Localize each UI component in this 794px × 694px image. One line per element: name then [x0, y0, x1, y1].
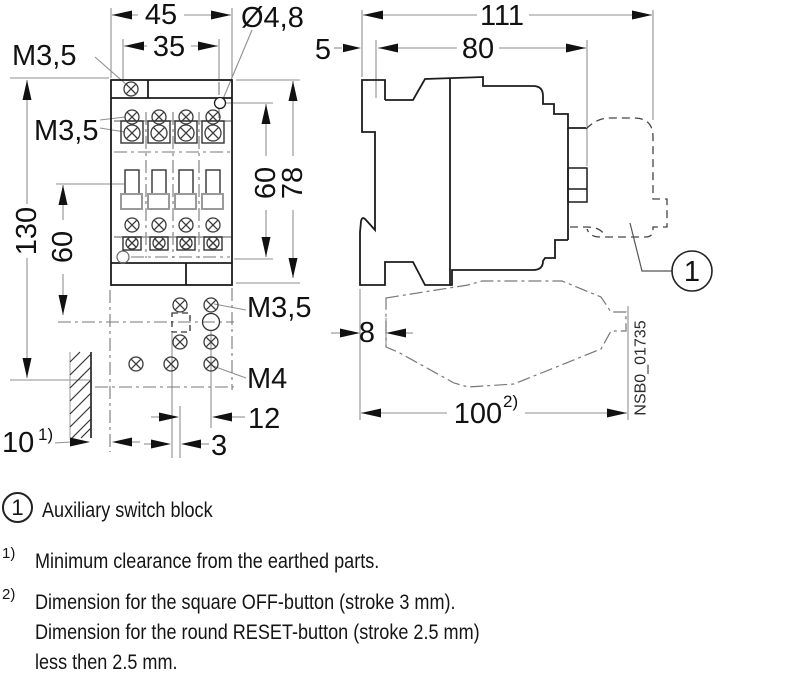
side-dimension-labels: 111 5 80 8 100 2) NSB0_01735	[315, 0, 650, 430]
footnote-2-text: Dimension for the square OFF-button (str…	[35, 591, 480, 674]
aux-switch-block-outline	[570, 117, 668, 238]
hole-dia-label: Ø4,8	[241, 2, 304, 34]
dim-45-label: 45	[145, 0, 177, 31]
reset-button-circle	[201, 312, 221, 332]
screw-m4-label: M4	[247, 363, 287, 395]
dim-35-label: 35	[153, 31, 185, 63]
side-dimension-lines	[361, 14, 652, 414]
legend-item-aux-block-text: Auxiliary switch block	[42, 499, 213, 522]
side-view: 1 111 5 80 8 100 2) NSB0_0173	[315, 0, 713, 430]
dim-78-label: 78	[277, 167, 309, 199]
side-dim-text-gaps	[447, 2, 529, 428]
side-body	[359, 76, 588, 286]
callout-1: 1	[629, 222, 713, 292]
dim-12-label: 12	[248, 403, 280, 435]
dim-8-label: 8	[359, 317, 375, 349]
dim-5-label: 5	[315, 34, 331, 66]
dim-80-label: 80	[462, 33, 494, 65]
legend-footnote-2: 2) Dimension for the square OFF-button (…	[2, 585, 552, 678]
dim-100-superscript: 2)	[503, 392, 518, 411]
front-centerlines	[58, 82, 234, 452]
screw-mount-m35-label: M3,5	[247, 292, 311, 324]
front-terminals	[114, 120, 231, 251]
front-body	[110, 79, 233, 286]
callout-1-circle	[671, 250, 713, 292]
footnote-2-marker: 2)	[2, 586, 16, 603]
dim-60-right-label: 60	[250, 167, 282, 199]
front-arrowheads	[22, 10, 298, 449]
dim-60-left-label: 60	[47, 231, 79, 263]
screw-terminal-m35-label: M3,5	[34, 115, 98, 147]
callout-1-number: 1	[684, 256, 700, 288]
technical-drawing: 45 35 Ø4,8 M3,5 M3,5 130 60 60 78 M3,5 M…	[2, 0, 713, 462]
off-button-square	[171, 312, 191, 333]
side-extension-lines	[331, 10, 654, 420]
footnote-1-text: Minimum clearance from the earthed parts…	[35, 550, 380, 573]
button-swing-area-outline	[385, 280, 627, 388]
legend-callout-1-marker: 1	[2, 492, 33, 523]
dim-111-label: 111	[480, 0, 524, 32]
front-extension-lines	[10, 8, 300, 458]
front-view: 45 35 Ø4,8 M3,5 M3,5 130 60 60 78 M3,5 M…	[2, 0, 311, 462]
dim-10-label: 10	[2, 427, 34, 459]
screw-top-m35-label: M3,5	[12, 40, 76, 72]
legend-item-aux-block: 1 Auxiliary switch block	[2, 492, 240, 526]
front-dimension-labels: 45 35 Ø4,8 M3,5 M3,5 130 60 60 78 M3,5 M…	[2, 0, 311, 462]
dim-100-label: 100	[454, 398, 502, 430]
side-arrowheads	[340, 10, 652, 418]
doc-code-label: NSB0_01735	[633, 320, 650, 415]
dim-130-label: 130	[11, 207, 43, 255]
earthed-wall	[69, 351, 92, 441]
dim-10-superscript: 1)	[38, 425, 53, 444]
front-buttons	[171, 312, 221, 333]
footnote-1-marker: 1)	[2, 545, 16, 562]
legend-footnote-1: 1) Minimum clearance from the earthed pa…	[2, 544, 435, 577]
dim-3-label: 3	[211, 430, 227, 462]
dim-text-gaps	[13, 2, 307, 274]
